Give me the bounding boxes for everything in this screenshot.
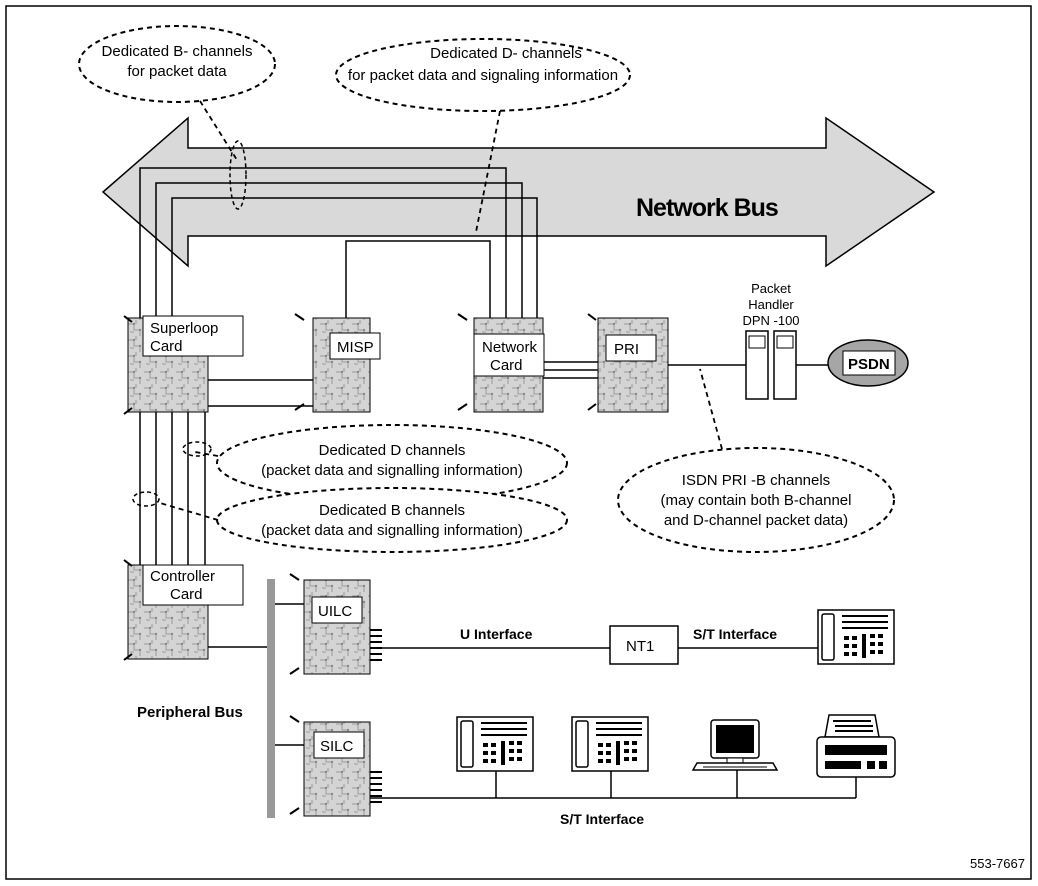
telephone-icon: [817, 609, 895, 665]
superloop-card-label-2: Card: [150, 338, 183, 355]
u-interface-label: U Interface: [460, 626, 533, 642]
nt1-label: NT1: [626, 638, 654, 655]
misp-card: MISP: [294, 313, 381, 413]
misp-label: MISP: [337, 339, 374, 356]
callout-dedicated-b-top-1: Dedicated B- channels: [102, 43, 253, 60]
silc-label: SILC: [320, 738, 354, 755]
callout-ellipses: [78, 25, 895, 553]
callout-dedicated-d-mid-2: (packet data and signalling information): [261, 462, 523, 479]
network-card-label-1: Network: [482, 339, 538, 356]
packet-handler-label-2: Handler: [748, 297, 794, 312]
printer-icon: [816, 714, 896, 778]
uilc-card: UILC: [289, 573, 382, 675]
packet-handler-icon: [745, 330, 797, 400]
controller-card: Controller Card: [123, 559, 244, 661]
channel-markers: [132, 140, 247, 507]
telephone-icon: [571, 716, 649, 772]
psdn-label-box: [842, 350, 896, 376]
figure-id: 553-7667: [970, 856, 1025, 871]
superloop-card: Superloop Card: [123, 315, 244, 415]
figure-frame: [5, 5, 1032, 880]
callout-leaders: [159, 100, 723, 521]
controller-card-label-1: Controller: [150, 568, 215, 585]
callout-dedicated-d-top-2: for packet data and signaling informatio…: [348, 67, 618, 84]
network-bus-arrow: [101, 116, 936, 268]
callout-isdn-pri-3: and D-channel packet data): [664, 512, 848, 529]
network-card: Network Card: [457, 313, 545, 413]
callout-dedicated-d-top-1: Dedicated D- channels: [430, 45, 582, 62]
callout-dedicated-b-mid-1: Dedicated B channels: [319, 502, 465, 519]
nt1-box: [609, 625, 679, 665]
uilc-label: UILC: [318, 603, 352, 620]
peripheral-bus-label: Peripheral Bus: [137, 704, 243, 721]
st-interface-lower-label: S/T Interface: [560, 811, 644, 827]
computer-terminal-icon: [691, 719, 779, 771]
psdn-label: PSDN: [848, 356, 890, 373]
st-interface-upper-label: S/T Interface: [693, 626, 777, 642]
controller-card-label-2: Card: [170, 586, 203, 603]
network-pri-links: [543, 361, 598, 379]
callout-dedicated-b-mid-2: (packet data and signalling information): [261, 522, 523, 539]
superloop-card-label-1: Superloop: [150, 320, 218, 337]
callout-dedicated-b-top-2: for packet data: [127, 63, 227, 80]
superloop-misp-links: [208, 379, 313, 407]
silc-card: SILC: [289, 715, 382, 817]
callout-dedicated-d-mid-1: Dedicated D channels: [319, 442, 466, 459]
network-card-label-2: Card: [490, 357, 523, 374]
callout-isdn-pri-2: (may contain both B-channel: [661, 492, 852, 509]
packet-handler-label-3: DPN -100: [742, 313, 799, 328]
packet-handler-label-1: Packet: [751, 281, 791, 296]
pri-label: PRI: [614, 341, 639, 358]
superloop-controller-links: [187, 412, 206, 565]
telephone-icon: [456, 716, 534, 772]
callout-isdn-pri-1: ISDN PRI -B channels: [682, 472, 830, 489]
peripheral-bus: [267, 579, 275, 818]
device-drops: [495, 768, 857, 798]
pri-card: PRI: [587, 313, 669, 413]
network-bus-label: Network Bus: [636, 194, 778, 222]
